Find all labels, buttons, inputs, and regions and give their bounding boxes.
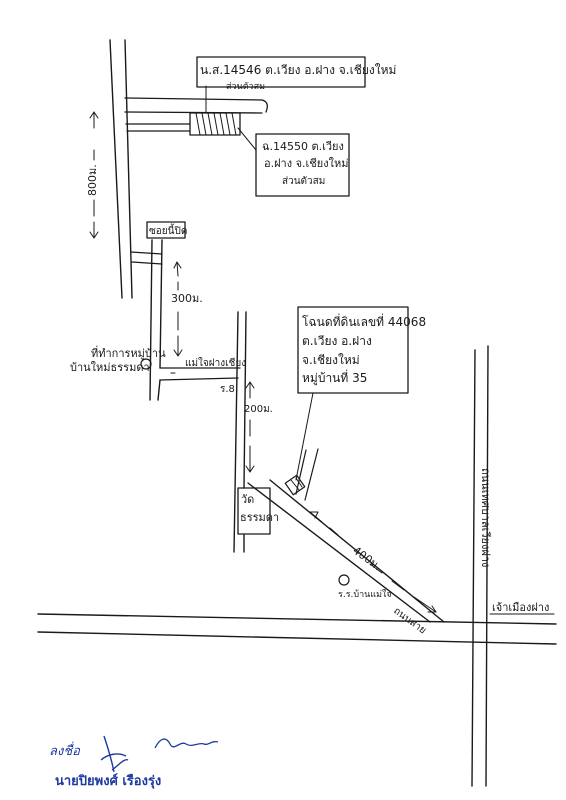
deed-box-mid: ฉ.14550 ต.เวียง อ.ฝาง จ.เชียงใหม่ ส่วนตั…	[255, 133, 350, 197]
deed-main-line3: จ.เชียงใหม่	[302, 353, 360, 367]
village-office: ที่ทำการหมู่บ้าน บ้านใหม่ธรรมดา	[70, 345, 166, 374]
branch-road: แม่ใจฝางเชียง ร.8	[159, 357, 246, 395]
diagonal-road: ถนนสาย	[247, 448, 445, 636]
deed-main-line1: โฉนดที่ดินเลขที่ 44068	[302, 313, 426, 329]
temple-line1: วัด	[241, 493, 254, 506]
distance-300-label: 300ม.	[171, 292, 203, 305]
right-vertical-road	[233, 311, 247, 553]
school-marker	[338, 574, 350, 586]
village-office-line1: ที่ทำการหมู่บ้าน	[91, 345, 166, 360]
distance-marker-200: 200ม.	[244, 381, 273, 473]
vertical-road-label: ถนนเทศบาลเวียงฝาง	[479, 468, 492, 567]
middle-road	[130, 239, 163, 401]
school-label: ร.ร.บ้านแม่ใจ	[338, 589, 392, 600]
deed-top-line2: ส่วนตัวสม	[226, 82, 265, 92]
parcel-hatched	[189, 85, 257, 151]
village-office-line2: บ้านใหม่ธรรมดา	[70, 361, 150, 374]
deed-box-main: โฉนดที่ดินเลขที่ 44068 ต.เวียง อ.ฝาง จ.เ…	[295, 306, 426, 481]
temple-line2: ธรรมดา	[240, 511, 279, 524]
main-road-top	[109, 39, 133, 299]
soi-top-box: ซอยนี้ปิด	[146, 221, 187, 239]
deed-main-line4: หมู่บ้านที่ 35	[302, 369, 367, 386]
deed-mid-line2: อ.ฝาง จ.เชียงใหม่	[264, 157, 348, 170]
temple-box: วัด ธรรมดา	[237, 487, 279, 535]
distance-800-label: 800ม.	[86, 164, 99, 196]
far-right-road: ถนนเทศบาลเวียงฝาง	[471, 345, 492, 787]
deed-main-line2: ต.เวียง อ.ฝาง	[302, 334, 372, 348]
main-horizontal-road	[37, 613, 557, 645]
deed-box-top: น.ส.14546 ต.เวียง อ.ฝาง จ.เชียงใหม่ ส่วน…	[196, 56, 396, 92]
rs8-label: ร.8	[220, 384, 235, 395]
soi-top-label: ซอยนี้ปิด	[149, 223, 187, 237]
distance-200-label: 200ม.	[244, 404, 273, 415]
intersection-label: เจ้าเมืองฝาง	[492, 601, 549, 614]
deed-mid-line1: ฉ.14550 ต.เวียง	[262, 140, 344, 153]
signature-scribble-2	[154, 738, 219, 749]
signer-name: นายปิยพงศ์ เรืองรุ่ง	[55, 773, 161, 789]
signature-scribble-1	[100, 735, 129, 773]
intersection-label-box: เจ้าเมืองฝาง	[489, 601, 555, 615]
branch-road-label: แม่ใจฝางเชียง	[185, 357, 246, 369]
signature-block: ลงชื่อ นายปิยพงศ์ เรืองรุ่ง	[49, 735, 219, 789]
distance-400-label: 400ม.	[350, 544, 383, 573]
deed-mid-line3: ส่วนตัวสม	[282, 176, 325, 187]
signature-label: ลงชื่อ	[49, 741, 81, 759]
school: ร.ร.บ้านแม่ใจ	[338, 574, 392, 600]
distance-marker-300: 300ม.	[171, 261, 203, 357]
deed-top-line1: น.ส.14546 ต.เวียง อ.ฝาง จ.เชียงใหม่	[200, 63, 396, 77]
village-office-marker	[140, 358, 152, 370]
distance-marker-800: 800ม.	[86, 111, 99, 239]
